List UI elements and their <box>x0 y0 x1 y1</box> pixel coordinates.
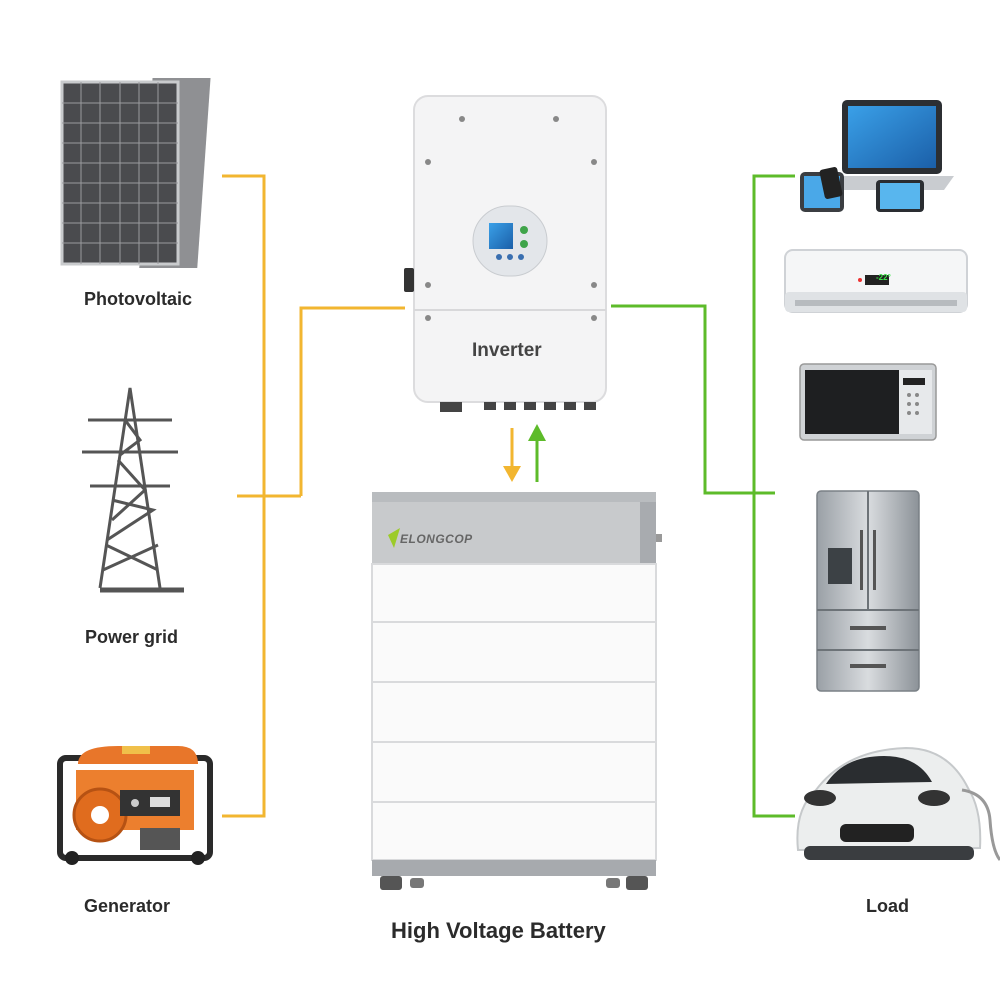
devices-icon <box>800 100 954 212</box>
load-bus-lines <box>611 174 795 818</box>
battery-flow-arrows <box>503 424 546 482</box>
photovoltaic-label: Photovoltaic <box>84 289 193 309</box>
discharge-arrow-up <box>528 424 546 482</box>
inverter-icon <box>404 95 607 412</box>
photovoltaic-icon <box>60 78 211 268</box>
inverter-output-connector <box>611 304 775 495</box>
power-grid-label: Power grid <box>85 627 179 647</box>
inverter-input-connector <box>299 306 405 496</box>
load-label: Load <box>866 896 909 916</box>
power-grid-icon <box>82 387 184 593</box>
refrigerator-icon <box>816 490 920 692</box>
electric-car-icon <box>796 746 1000 861</box>
battery-icon <box>371 492 662 890</box>
microwave-icon <box>799 363 937 441</box>
source-bus-lines <box>222 174 405 818</box>
generator-label: Generator <box>84 896 171 916</box>
air-conditioner-icon <box>784 249 968 313</box>
charge-arrow-down <box>503 428 521 482</box>
battery-brand-logo: ELONGCOP <box>400 532 473 546</box>
load-bus <box>752 174 795 818</box>
ac-display: -22° <box>876 273 891 282</box>
inverter-label: Inverter <box>472 340 542 361</box>
battery-label: High Voltage Battery <box>391 918 606 943</box>
generator-icon <box>57 746 213 865</box>
